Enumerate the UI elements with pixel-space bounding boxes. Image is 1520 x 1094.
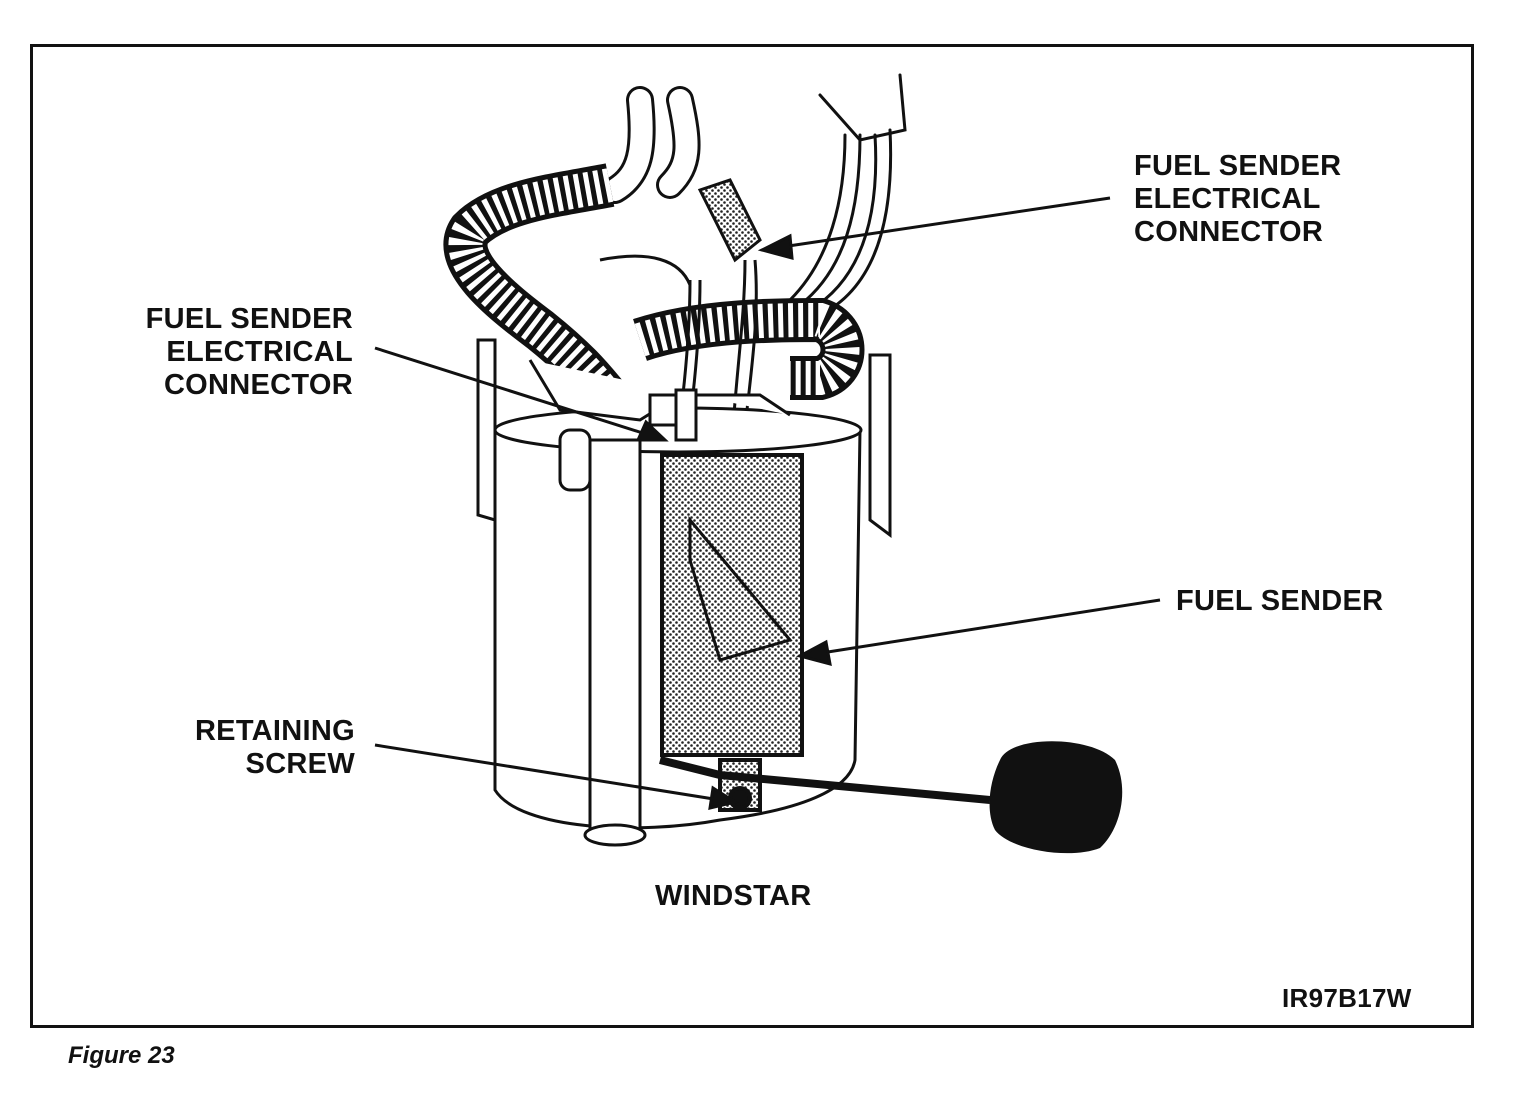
leader-lines bbox=[374, 196, 1161, 810]
label-fuel-sender-electrical-connector-left: FUEL SENDER ELECTRICAL CONNECTOR bbox=[145, 303, 353, 401]
supply-hoses bbox=[601, 73, 907, 317]
label-fuel-sender-electrical-connector-top: FUEL SENDER ELECTRICAL CONNECTOR bbox=[1134, 150, 1342, 248]
figure-frame bbox=[30, 44, 1474, 1028]
float bbox=[989, 741, 1123, 854]
figure-code: IR97B17W bbox=[1282, 983, 1412, 1013]
label-retaining-screw: RETAINING SCREW bbox=[194, 715, 355, 780]
label-fuel-sender: FUEL SENDER bbox=[1176, 585, 1384, 617]
model-label: WINDSTAR bbox=[655, 880, 812, 912]
figure-caption: Figure 23 bbox=[68, 1042, 175, 1069]
corrugated-hose bbox=[443, 163, 865, 421]
fuel-sender-unit bbox=[659, 453, 991, 812]
